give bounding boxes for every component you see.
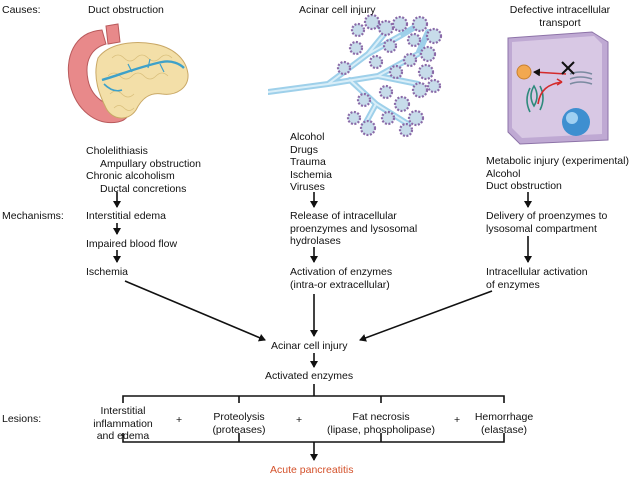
outcome-acute-pancreatitis: Acute pancreatitis [270,464,354,476]
cause-item: Ischemia [290,168,333,181]
lesion-fat-necrosis: Fat necrosis (lipase, phospholipase) [327,411,435,436]
lesion-proteolysis: Proteolysis (proteases) [212,411,266,436]
cause-item: Drugs [290,143,319,156]
plus-sign: + [176,414,183,426]
cell-transport-illustration [507,31,609,145]
cause-item: Viruses [290,181,325,193]
header-acinar-cell-injury: Acinar cell injury [299,4,376,16]
mech-activation-of-enzymes: Activation of enzymes (intra-or extracel… [290,266,393,291]
mech-delivery-proenzymes: Delivery of proenzymes to lysosomal comp… [486,210,608,235]
cause-item: Ductal concretions [100,182,187,195]
mech-impaired-blood-flow: Impaired blood flow [86,238,178,250]
mech-interstitial-edema: Interstitial edema [86,210,166,222]
lesion-hemorrhage: Hemorrhage (elastase) [474,411,534,436]
mech-release-hydrolases: Release of intracellular proenzymes and … [290,210,418,247]
cause-item: Cholelithiasis [86,145,148,157]
row-label-lesions: Lesions: [2,413,42,425]
header-duct-obstruction: Duct obstruction [88,4,164,16]
pancreas-illustration [67,23,189,124]
acinar-tree-illustration [268,14,443,138]
transport-causes-list: Metabolic injury (experimental) Alcohol … [486,155,629,193]
row-label-mechanisms: Mechanisms: [2,210,64,222]
lesion-interstitial-inflammation: Interstitial inflammation and edema [93,405,153,442]
lesion-bottom-bracket [122,433,505,443]
header-defective-transport: Defective intracellular transport [509,4,611,29]
cause-item: Alcohol [486,167,521,180]
plus-sign: + [454,414,461,426]
mech-intracellular-activation: Intracellular activation of enzymes [486,266,588,291]
cause-item: Alcohol [290,131,325,143]
arrow-intracellular-to-injury [359,290,493,342]
plus-sign: + [296,414,303,426]
mech-ischemia: Ischemia [86,266,129,278]
node-acinar-cell-injury: Acinar cell injury [271,340,348,352]
cause-item: Ampullary obstruction [100,157,201,170]
duct-causes-list: Cholelithiasis Ampullary obstruction Chr… [86,145,201,195]
row-label-causes: Causes: [2,4,41,16]
cause-item: Duct obstruction [486,180,562,192]
lesion-top-bracket [122,395,505,403]
acinar-causes-list: Alcohol Drugs Trauma Ischemia Viruses [290,131,332,194]
cause-item: Chronic alcoholism [86,170,175,182]
cause-item: Trauma [290,156,326,168]
cause-item: Metabolic injury (experimental) [486,155,629,167]
arrow-ischemia-to-injury [124,280,266,342]
node-activated-enzymes: Activated enzymes [265,370,354,382]
